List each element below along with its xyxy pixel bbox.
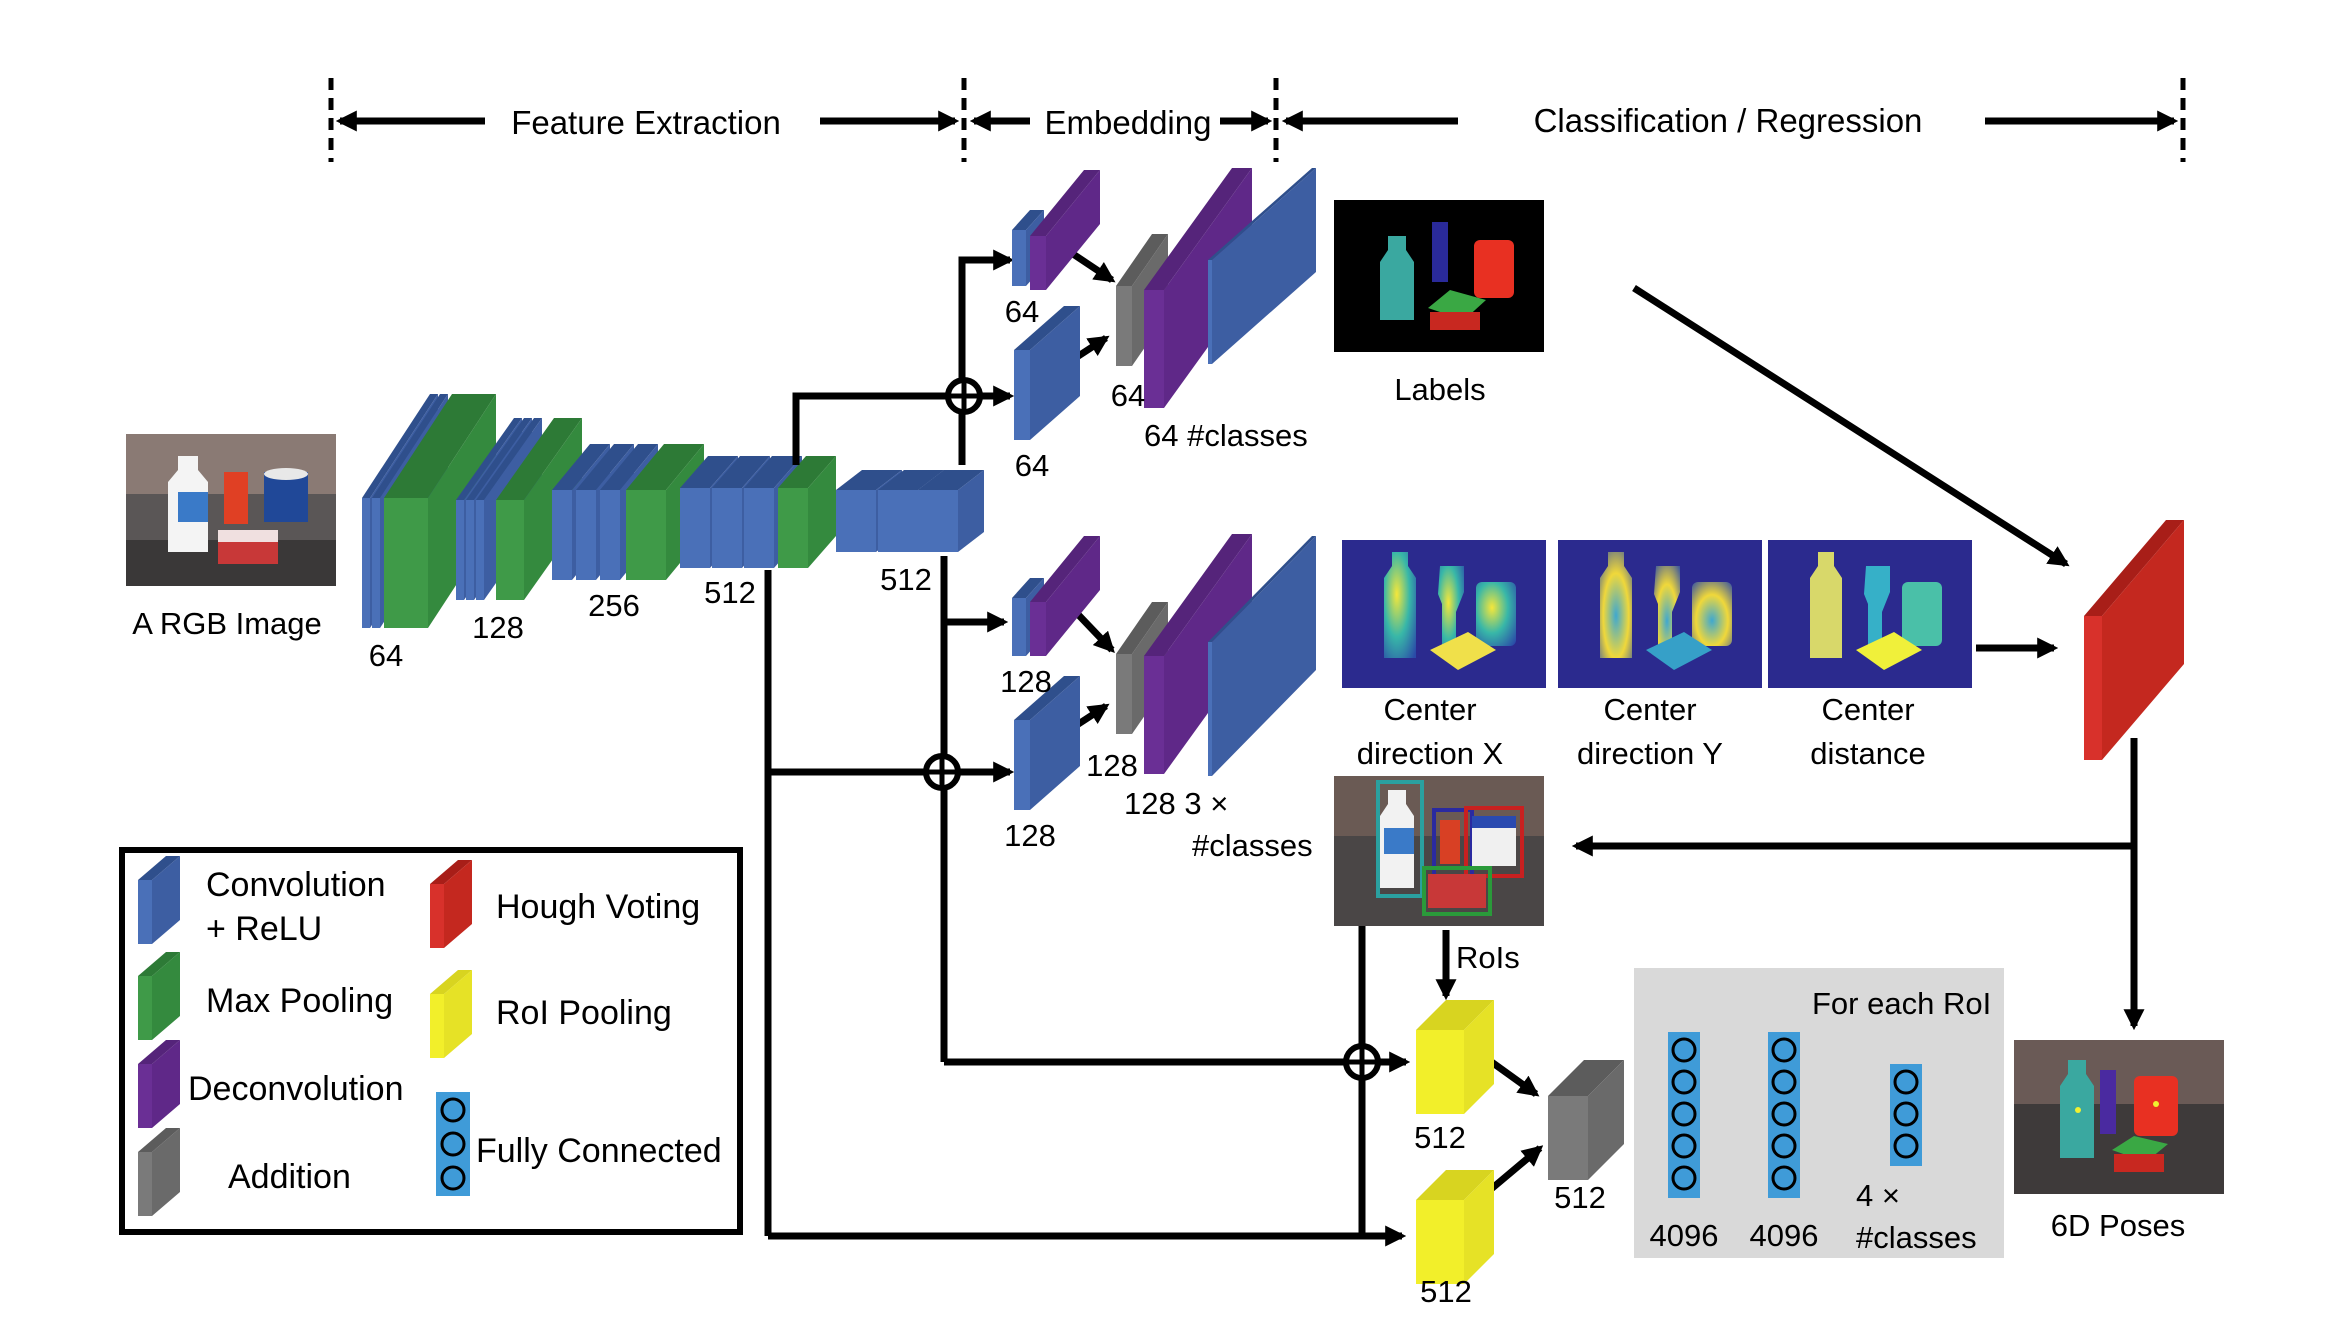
- backbone-feature-extractor: 64 128 256 512 512: [362, 394, 984, 673]
- center-distance-caption-line1: Center: [1821, 692, 1914, 727]
- label-conv-count: 64: [1015, 448, 1049, 483]
- legend-hough-label: Hough Voting: [496, 888, 700, 926]
- center-output-classes: #classes: [1192, 828, 1313, 863]
- section-feature-extraction: Feature Extraction: [511, 104, 781, 141]
- center-distance-caption-line2: distance: [1810, 736, 1925, 771]
- legend-hough-swatch: [430, 860, 472, 948]
- label-deconv-count: 64: [1005, 294, 1039, 329]
- input-caption: A RGB Image: [132, 606, 322, 641]
- fc-count-a: 4096: [1650, 1218, 1719, 1253]
- fc-layer-4096-a: [1668, 1032, 1700, 1198]
- roi-detection-image: [1334, 776, 1544, 926]
- center-direction-x-map: [1342, 540, 1546, 688]
- labels-caption: Labels: [1394, 372, 1485, 407]
- output-6d-poses-image: [2014, 1040, 2224, 1194]
- legend-deconv-swatch: [138, 1040, 180, 1128]
- roi-addition: [1548, 1060, 1624, 1180]
- labels-image: [1334, 200, 1544, 352]
- label-deconv-top: [1030, 170, 1100, 290]
- center-y-caption-line1: Center: [1603, 692, 1696, 727]
- backbone-maxpool-layer: [778, 456, 836, 568]
- legend-roipool-label: RoI Pooling: [496, 994, 672, 1032]
- addition-node: [1343, 1043, 1381, 1081]
- section-embedding: Embedding: [1045, 104, 1212, 141]
- center-conv-out: [1208, 536, 1316, 776]
- center-distance-map: [1768, 540, 1972, 688]
- legend-addition-label: Addition: [228, 1158, 351, 1196]
- output-caption: 6D Poses: [2051, 1208, 2185, 1243]
- legend-fc-swatch: [436, 1092, 470, 1196]
- rois-label: RoIs: [1456, 940, 1520, 975]
- fc-out-line1: 4 ×: [1856, 1178, 1900, 1213]
- backbone-label-64: 64: [369, 638, 403, 673]
- backbone-label-512-b: 512: [880, 562, 932, 597]
- center-deconv-count: 128: [1000, 664, 1052, 699]
- label-output-count: 64 #classes: [1144, 418, 1308, 453]
- center-direction-y-map: [1558, 540, 1762, 688]
- backbone-conv-layer: [918, 470, 984, 552]
- addition-node: [945, 377, 983, 415]
- center-deconv-top: [1030, 536, 1100, 656]
- fc-block: For each RoI 4096 4096 4 × #classes: [1634, 968, 2004, 1258]
- roi-pool-bottom: [1416, 1170, 1494, 1284]
- center-conv-count: 128: [1004, 818, 1056, 853]
- legend-conv-label-line1: Convolution: [206, 866, 386, 904]
- center-y-caption-line2: direction Y: [1577, 736, 1723, 771]
- roi-add-count: 512: [1554, 1180, 1606, 1215]
- center-output-count: 128 3 ×: [1124, 786, 1228, 821]
- legend-addition-swatch: [138, 1128, 180, 1216]
- fc-out-line2: #classes: [1856, 1220, 1977, 1255]
- backbone-maxpool-layer: [496, 418, 582, 600]
- backbone-label-256: 256: [588, 588, 640, 623]
- backbone-label-512-a: 512: [704, 575, 756, 610]
- center-conv-bottom: [1014, 676, 1080, 810]
- label-conv-bottom: [1014, 306, 1080, 440]
- roi-pool-top: [1416, 1000, 1494, 1114]
- addition-node: [923, 753, 961, 791]
- legend-roipool-swatch: [430, 970, 472, 1058]
- fc-layer-4096-b: [1768, 1032, 1800, 1198]
- legend-conv-swatch: [138, 856, 180, 944]
- roi-pool-top-count: 512: [1414, 1120, 1466, 1155]
- center-x-caption-line1: Center: [1383, 692, 1476, 727]
- section-classification-regression: Classification / Regression: [1534, 102, 1923, 139]
- label-conv-out: [1208, 168, 1316, 364]
- legend: Convolution + ReLU Max Pooling Deconvolu…: [119, 847, 743, 1235]
- legend-deconv-label: Deconvolution: [188, 1070, 403, 1108]
- center-branch: 128 128 128 128 3 × #classes: [1000, 534, 1316, 863]
- input-rgb-image: [126, 434, 336, 586]
- fc-title: For each RoI: [1812, 986, 1991, 1021]
- section-header: Feature Extraction Embedding Classificat…: [328, 78, 2186, 162]
- roi-pooling-branch: 512 512 512: [1414, 1000, 1624, 1309]
- hough-voting-layer: [2084, 520, 2184, 760]
- roi-pool-bottom-count: 512: [1420, 1274, 1472, 1309]
- legend-maxpool-swatch: [138, 952, 180, 1040]
- label-add-count: 64: [1111, 378, 1145, 413]
- fc-count-b: 4096: [1750, 1218, 1819, 1253]
- legend-conv-label-line2: + ReLU: [206, 910, 322, 948]
- label-branch: 64 64 64 64 #classes: [1005, 168, 1316, 483]
- legend-maxpool-label: Max Pooling: [206, 982, 393, 1020]
- center-x-caption-line2: direction X: [1357, 736, 1504, 771]
- center-add-count: 128: [1086, 748, 1138, 783]
- backbone-label-128: 128: [472, 610, 524, 645]
- legend-fc-label: Fully Connected: [476, 1132, 722, 1170]
- fc-layer-output: [1890, 1064, 1922, 1166]
